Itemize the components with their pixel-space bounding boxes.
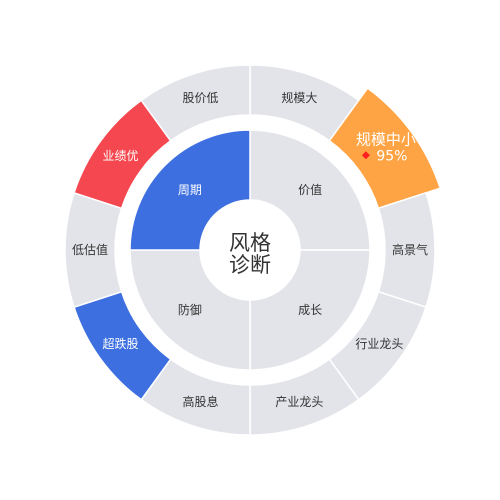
- outer-segment-label: 高股息: [183, 394, 219, 409]
- outer-segment-label: 规模大: [281, 90, 317, 105]
- center-label-line-2: 诊断: [229, 253, 271, 277]
- value-marker-icon: [361, 151, 370, 160]
- outer-segment-label: 业绩优: [103, 149, 139, 163]
- inner-segment-label: 防御: [178, 302, 202, 317]
- outer-segment-label: 超跌股: [103, 336, 139, 351]
- segment-value-label: 95%: [376, 148, 407, 164]
- inner-segment-label: 成长: [298, 303, 322, 317]
- inner-segment-label: 周期: [178, 183, 202, 197]
- center-disc: [200, 200, 300, 300]
- outer-segment-label: 高景气: [392, 242, 428, 257]
- outer-segment-label: 股价低: [183, 91, 219, 105]
- outer-segment-label: 产业龙头: [275, 395, 323, 409]
- outer-segment-label: 行业龙头: [355, 337, 403, 351]
- outer-segment-label: 规模中小: [356, 130, 416, 148]
- outer-segment[interactable]: [140, 64, 251, 142]
- outer-segment-label: 低估值: [72, 242, 108, 257]
- outer-segment[interactable]: [328, 87, 442, 210]
- inner-segment-label: 价值: [298, 182, 322, 197]
- center-label-line-1: 风格: [229, 231, 271, 255]
